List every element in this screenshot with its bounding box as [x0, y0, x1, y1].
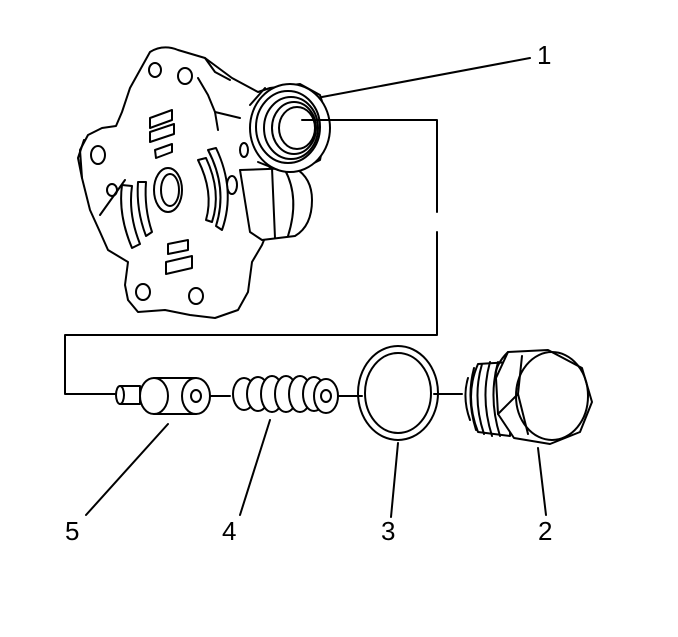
- callout-5: 5: [65, 516, 80, 546]
- plug-icon: [464, 349, 593, 445]
- callout-4: 4: [222, 516, 237, 546]
- leader-line-5: [85, 423, 169, 516]
- assembly-path-lines: [64, 119, 463, 397]
- callout-3: 3: [381, 516, 396, 546]
- leader-lines: [85, 57, 547, 518]
- callout-1: 1: [537, 40, 552, 70]
- leader-line-2: [537, 447, 547, 516]
- callout-2: 2: [538, 516, 553, 546]
- spring-icon: [232, 375, 339, 414]
- leader-line-4: [239, 419, 271, 516]
- leader-line-1: [321, 57, 531, 98]
- leader-line-3: [390, 442, 399, 518]
- valve-icon: [115, 377, 211, 415]
- pump-body-icon: [77, 46, 331, 319]
- o-ring-icon: [357, 345, 439, 441]
